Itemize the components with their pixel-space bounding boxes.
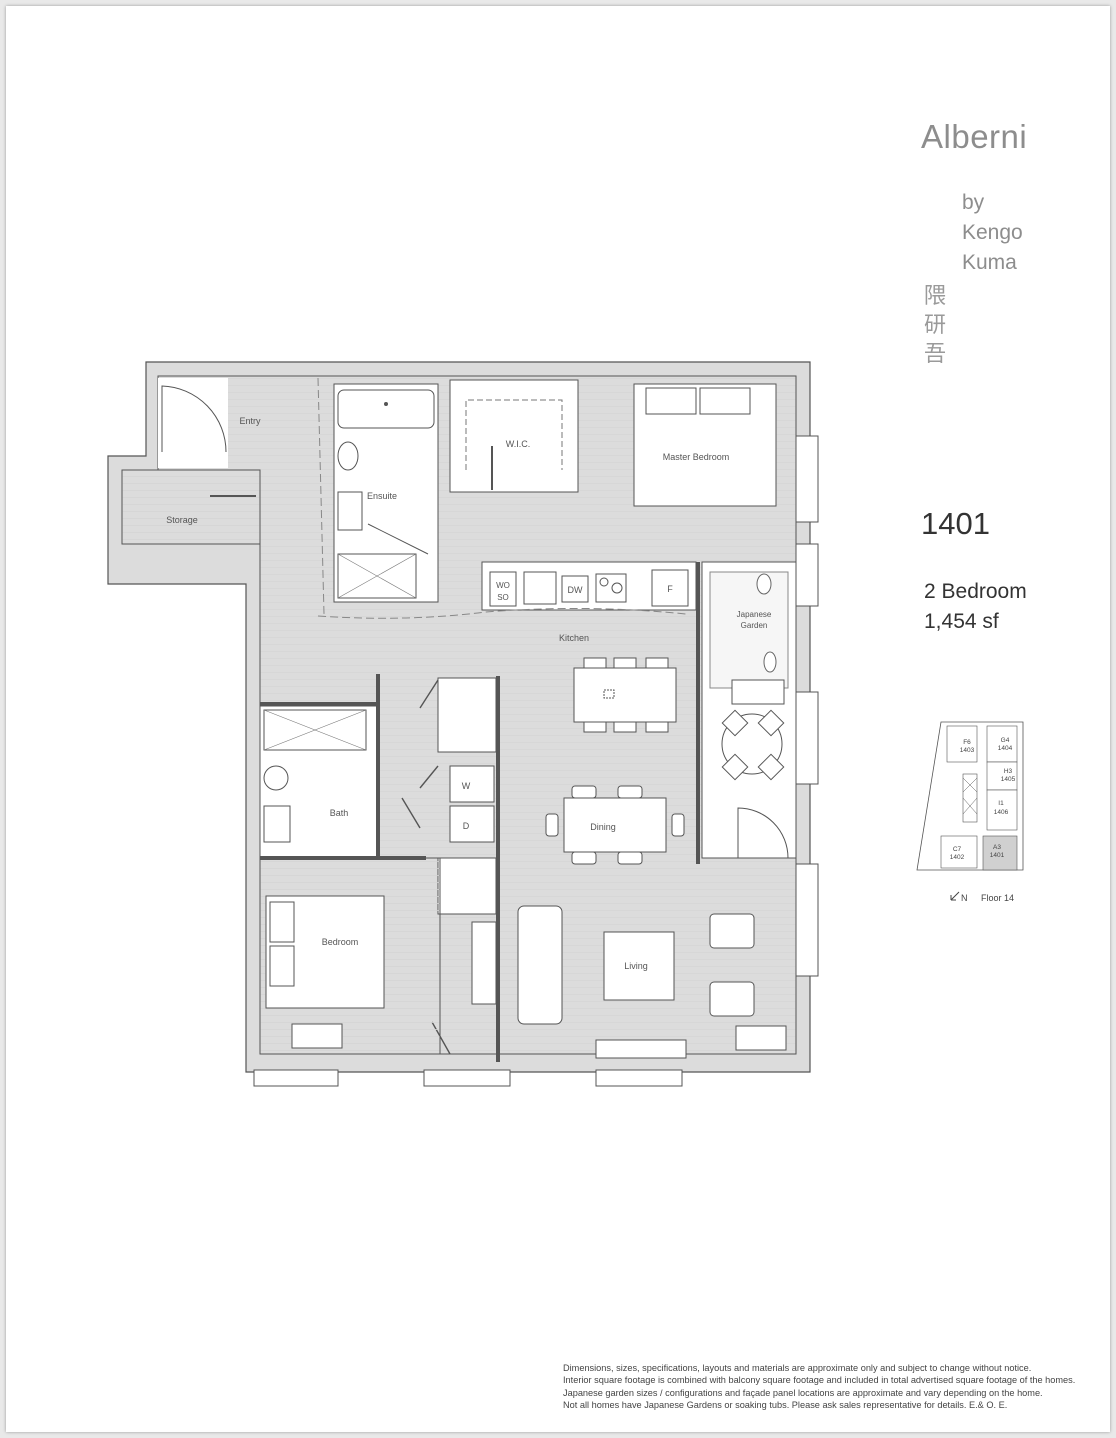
label-wic: W.I.C.: [506, 439, 531, 449]
tv-unit: [595, 1039, 687, 1059]
unit-type: 2 Bedroom: [924, 580, 1027, 603]
living-sofa: [517, 905, 563, 1025]
bath-sink: [263, 805, 291, 843]
window-segment: [253, 1069, 339, 1087]
ensuite-sink: [337, 491, 363, 531]
hall-closet-1: [437, 677, 497, 753]
brand-title: Alberni: [921, 118, 1028, 155]
dishwasher-box: [561, 575, 589, 603]
dining-table: [563, 797, 667, 853]
kanji-3: 吾: [924, 342, 947, 367]
keyplan-i1-number: 1406: [994, 809, 1009, 816]
disclaimer-line-3: Japanese garden sizes / configurations a…: [563, 1387, 1043, 1398]
window-segment: [795, 543, 819, 607]
window-segment: [795, 435, 819, 523]
kitchen-island: [573, 667, 677, 723]
label-dining: Dining: [590, 822, 616, 832]
bathtub: [337, 389, 435, 429]
unit-area: 1,454 sf: [924, 610, 999, 633]
master-pillow-left: [645, 387, 697, 415]
label-dryer: D: [463, 821, 470, 831]
living-armchair: [709, 913, 755, 949]
floorplan-page: Alberni by Kengo Kuma 隈 研 吾 1401 2 Bedro…: [6, 6, 1110, 1432]
brand-kanji: 隈 研 吾: [924, 282, 950, 369]
brand-byline: by Kengo Kuma: [962, 188, 1023, 278]
keyplan-a3-code: A3: [993, 844, 1001, 851]
wic-room: [449, 379, 579, 493]
north-arrow-icon: [950, 891, 960, 901]
label-wo: WO: [496, 581, 510, 590]
japanese-garden: [709, 571, 789, 689]
balcony-door-swing: [737, 807, 789, 859]
kanji-1: 隈: [924, 284, 947, 309]
dryer-box: [449, 805, 495, 843]
key-plan: F6 1403 G4 1404 H3 1405 I1 1406 C7 1402 …: [916, 721, 1024, 903]
keyplan-floor: Floor 14: [981, 893, 1014, 903]
entry-area: [158, 378, 228, 468]
byline-by: by: [962, 191, 985, 214]
storage-room: [121, 469, 261, 545]
keyplan-h3-code: H3: [1004, 768, 1013, 775]
washer-oven-box: [489, 571, 517, 607]
keyplan-north: N: [961, 893, 968, 903]
window-segment: [795, 691, 819, 785]
byline-kuma: Kuma: [962, 251, 1017, 274]
wic-shelving: [465, 399, 563, 470]
window-segment: [595, 1069, 683, 1087]
disclaimer: Dimensions, sizes, specifications, layou…: [563, 1362, 1083, 1412]
label-bedroom: Bedroom: [322, 937, 359, 947]
toilet: [337, 441, 359, 471]
garden-bench: [731, 679, 785, 705]
keyplan-i1-code: I1: [998, 800, 1004, 807]
keyplan-highlight: [982, 835, 1018, 871]
unit-info: 2 Bedroom 1,454 sf: [924, 577, 1027, 637]
disclaimer-line-4: Not all homes have Japanese Gardens or s…: [563, 1400, 1008, 1411]
keyplan-f6-code: F6: [963, 739, 971, 746]
byline-kengo: Kengo: [962, 221, 1023, 244]
disclaimer-line-2: Interior square footage is combined with…: [563, 1375, 1076, 1386]
tub-drain: [384, 402, 388, 406]
keyplan-c7-number: 1402: [950, 854, 965, 861]
label-ensuite: Ensuite: [367, 491, 397, 501]
keyplan-g4-code: G4: [1001, 737, 1010, 744]
label-storage: Storage: [166, 515, 198, 525]
label-so: SO: [497, 593, 509, 602]
living-armchair: [709, 981, 755, 1017]
floor-plan: Entry Storage Ensuite W.I.C. Master Bedr…: [107, 361, 819, 1087]
master-pillow-right: [699, 387, 751, 415]
window-segment: [423, 1069, 511, 1087]
keyplan-f6-number: 1403: [960, 747, 975, 754]
keyplan-c7-code: C7: [953, 846, 962, 853]
keyplan-g4-number: 1404: [998, 745, 1013, 752]
kanji-2: 研: [924, 313, 947, 338]
label-fridge: F: [667, 584, 673, 594]
label-living: Living: [624, 961, 648, 971]
label-entry: Entry: [239, 416, 261, 426]
label-garden-2: Garden: [741, 621, 768, 630]
label-washer: W: [462, 781, 471, 791]
entry-door-swing: [161, 385, 227, 453]
label-kitchen: Kitchen: [559, 633, 589, 643]
hall-closet-2: [437, 857, 497, 915]
washer-box: [449, 765, 495, 803]
ensuite-dashed-line: [317, 377, 325, 615]
living-coffee-table: [603, 931, 675, 1001]
living-console: [735, 1025, 787, 1051]
label-bath: Bath: [330, 808, 349, 818]
unit-number: 1401: [921, 506, 990, 541]
label-dw: DW: [568, 585, 583, 595]
label-master-bedroom: Master Bedroom: [663, 452, 730, 462]
bath-toilet: [263, 765, 289, 791]
bedroom-dresser: [291, 1023, 343, 1049]
keyplan-h3-number: 1405: [1001, 776, 1016, 783]
kitchen-sink: [523, 571, 557, 605]
keyplan-a3-number: 1401: [990, 852, 1005, 859]
fridge-box: [651, 569, 689, 607]
hall-closet-3: [471, 921, 497, 1005]
window-segment: [795, 863, 819, 977]
label-garden-1: Japanese: [737, 610, 772, 619]
disclaimer-line-1: Dimensions, sizes, specifications, layou…: [563, 1363, 1032, 1373]
